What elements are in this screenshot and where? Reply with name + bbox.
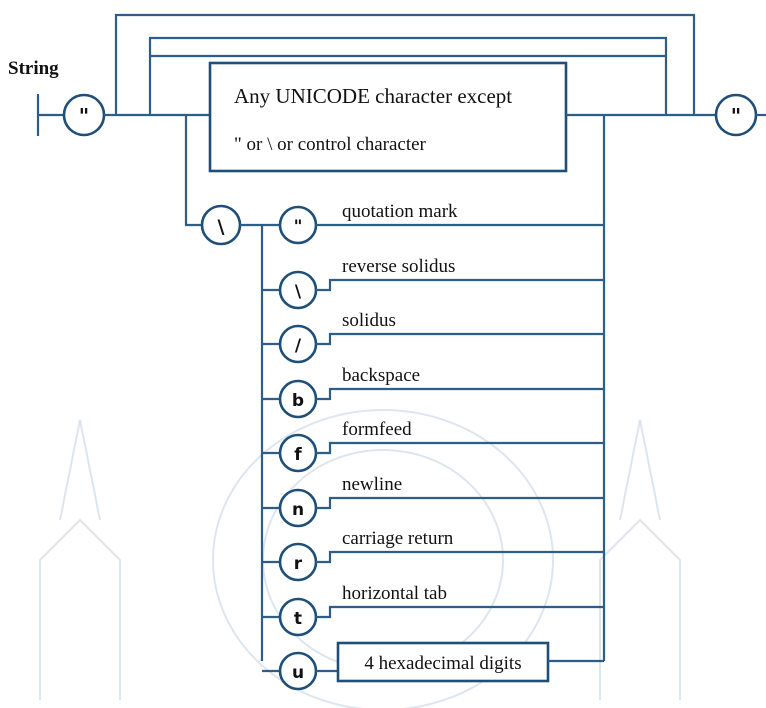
escape-symbol: u [292, 663, 304, 683]
escape-out-line [316, 605, 604, 619]
escape-branch-line [184, 115, 202, 227]
escape-out-line [316, 496, 604, 510]
escape-rows: " quotation mark \ reverse solidus / solidus b… [262, 201, 604, 691]
escape-label: newline [342, 474, 402, 495]
escape-symbol: \ [295, 282, 302, 302]
backslash-symbol: \ [218, 216, 225, 238]
escape-label: horizontal tab [342, 583, 447, 604]
escape-label: reverse solidus [342, 256, 455, 277]
escape-symbol: f [294, 445, 302, 465]
escape-label: solidus [342, 310, 396, 331]
escape-label: formfeed [342, 419, 412, 440]
escape-symbol: " [294, 217, 303, 237]
any-unicode-line1: Any UNICODE character except [234, 84, 512, 108]
escape-out-line [316, 278, 604, 292]
escape-symbol: t [294, 609, 302, 629]
outer-loop [114, 13, 696, 115]
escape-label: backspace [342, 365, 420, 386]
any-unicode-line2: " or \ or control character [234, 134, 427, 155]
escape-out-line [316, 332, 604, 346]
inner-loop [148, 36, 668, 115]
escape-symbol: n [292, 500, 304, 520]
escape-symbol: r [294, 554, 303, 574]
escape-out-line [316, 441, 604, 455]
escape-symbol: b [292, 391, 304, 411]
escape-out-line [316, 387, 604, 401]
close-quote-symbol: " [731, 104, 741, 128]
diagram-title: String [8, 58, 59, 79]
hex-digits-label: 4 hexadecimal digits [364, 653, 521, 674]
escape-label: carriage return [342, 528, 454, 549]
any-unicode-box [208, 61, 568, 173]
escape-symbol: / [295, 336, 302, 356]
escape-out-line [316, 550, 604, 564]
escape-label: quotation mark [342, 201, 458, 222]
open-quote-symbol: " [79, 104, 89, 128]
